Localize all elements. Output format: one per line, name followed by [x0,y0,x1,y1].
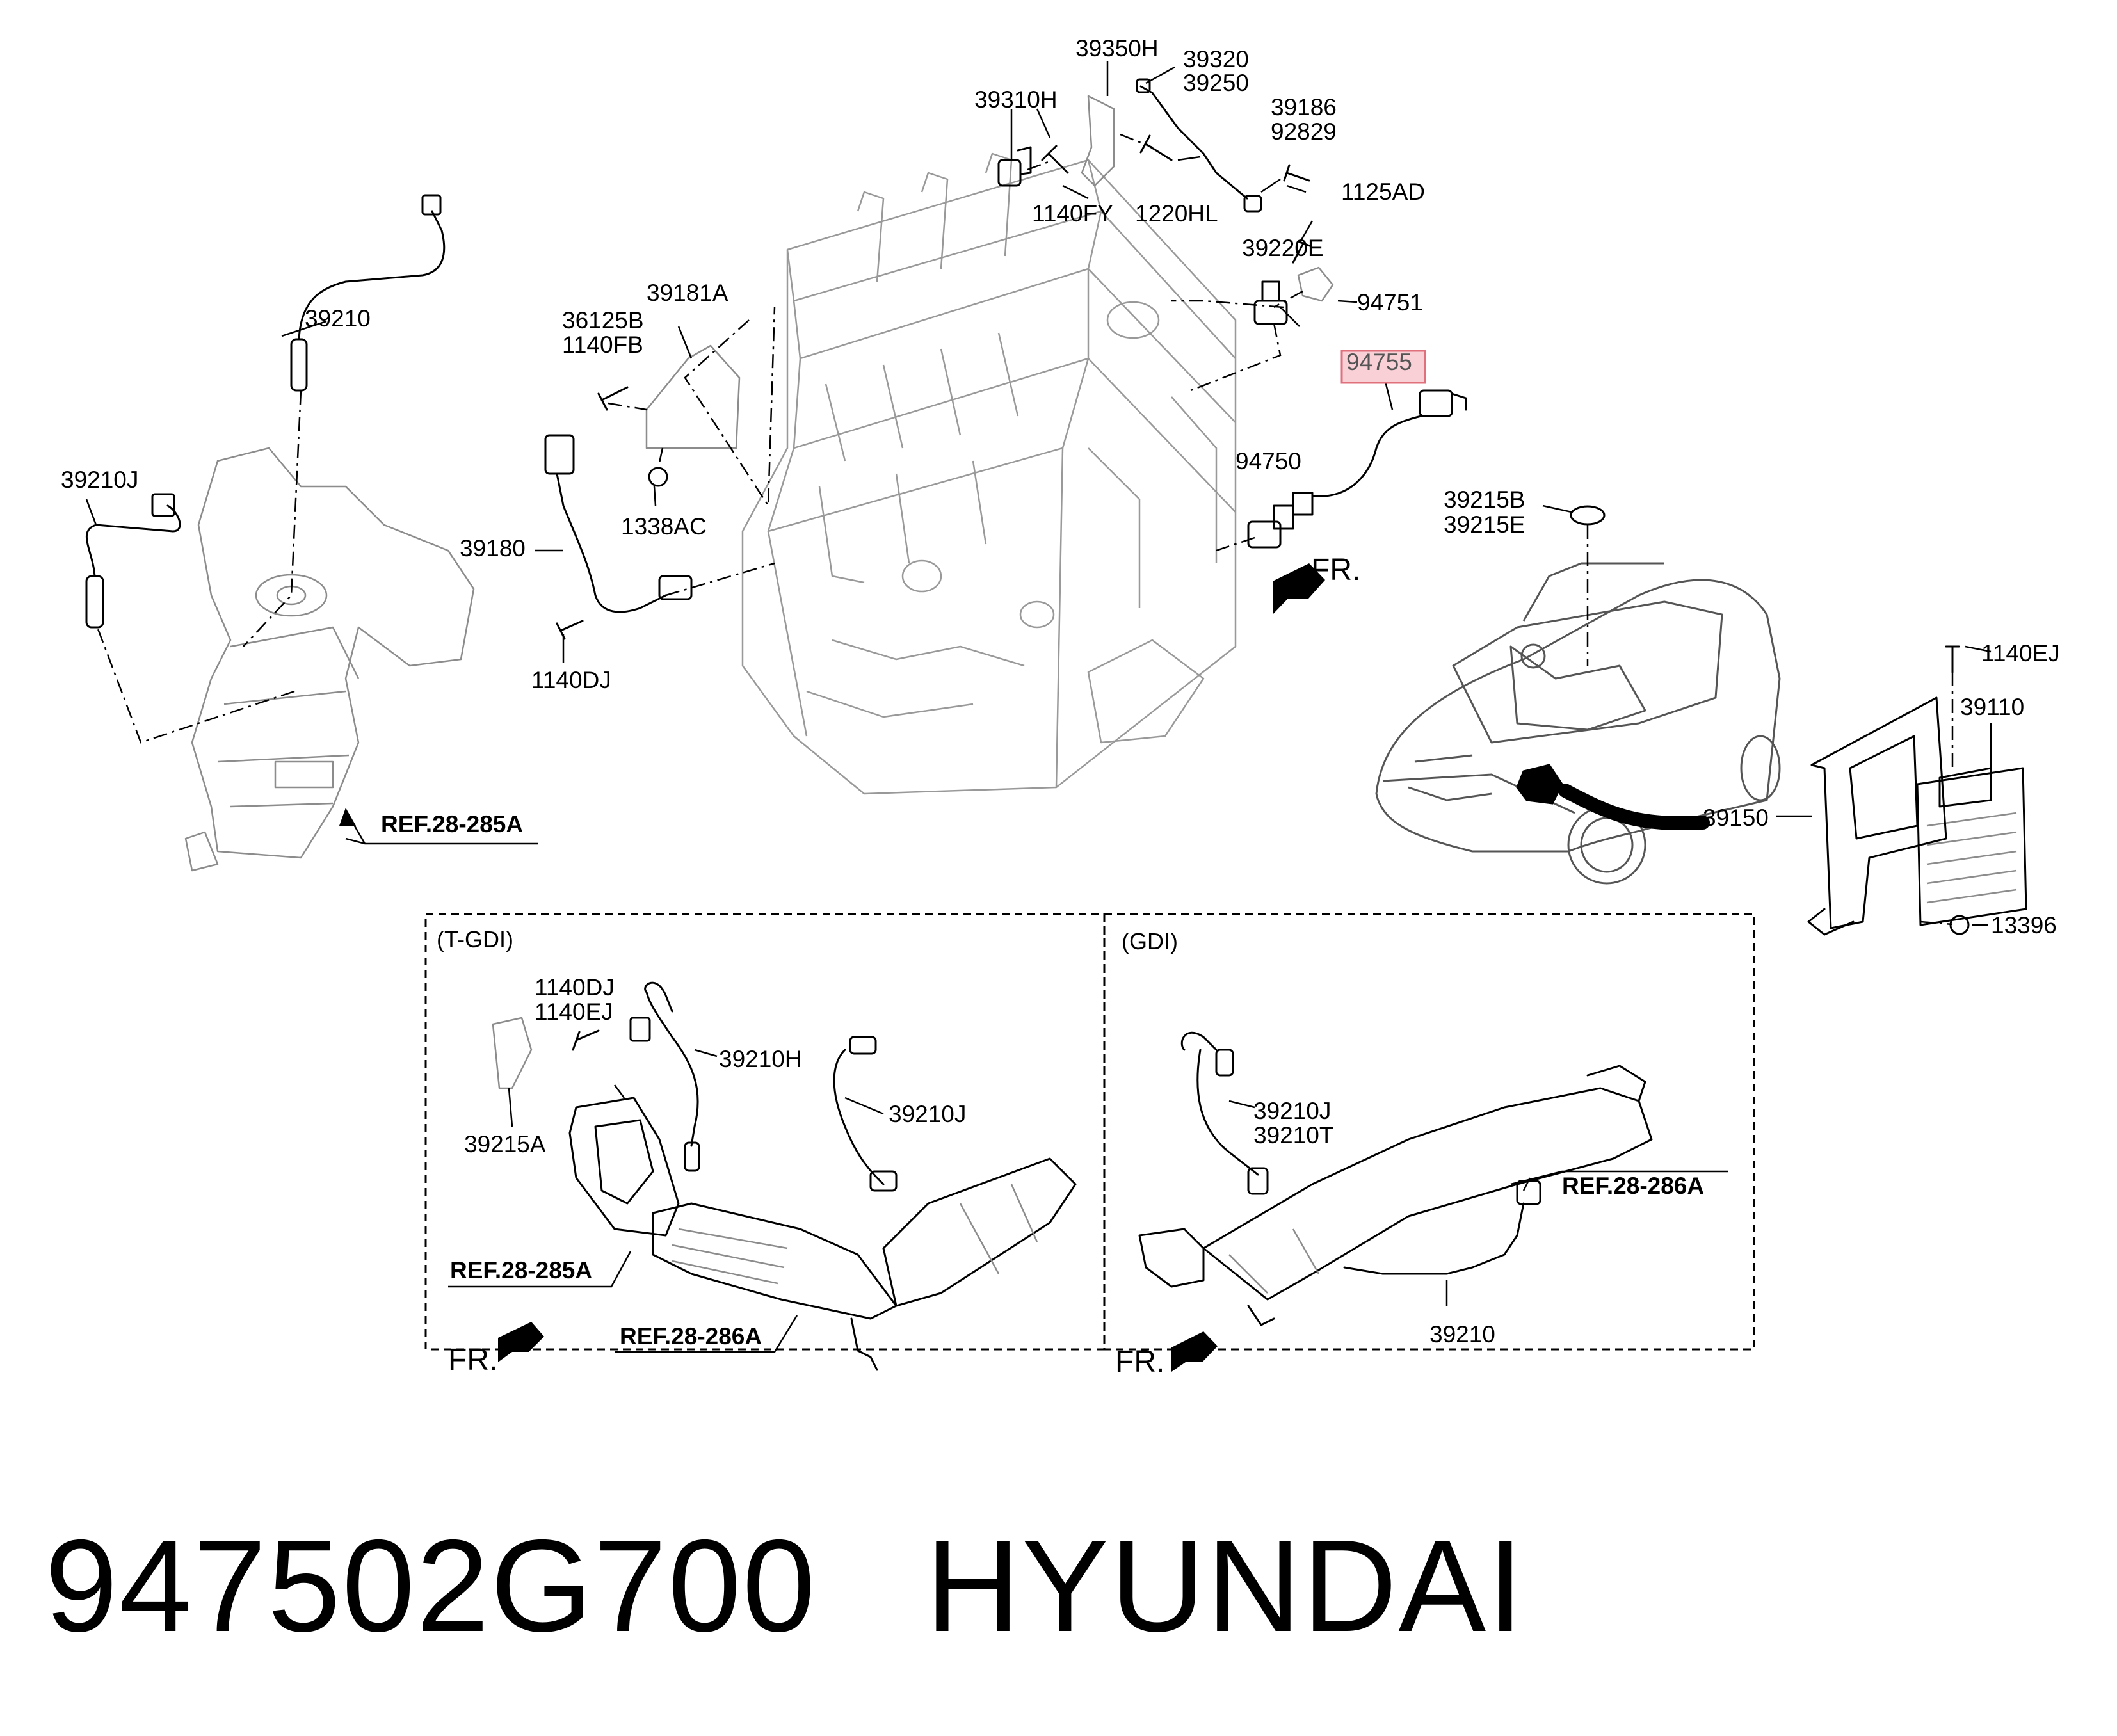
label-1140EJ: 1140EJ [1981,640,2060,666]
label-39181A: 39181A [647,280,728,306]
label-94750: 94750 [1236,448,1301,474]
label-39220E: 39220E [1242,235,1324,261]
label-39210J-gdi: 39210J [1253,1098,1331,1124]
ref-28-286A-tgdi: REF.28-286A [620,1323,762,1349]
label-39210T: 39210T [1253,1122,1334,1148]
label-39215E: 39215E [1444,511,1525,538]
fr-arrow-main [1273,563,1325,615]
label-39210J-tgdi: 39210J [889,1101,966,1127]
label-39215A: 39215A [464,1131,546,1157]
label-39210J: 39210J [61,467,138,493]
gdi-section-box [1103,913,1755,1351]
highlight-box-94755 [1340,350,1426,384]
fr-label-gdi: FR. [1115,1345,1164,1379]
label-39210-gdi: 39210 [1429,1321,1495,1347]
engine-block-illustration [741,152,1237,795]
label-39186: 39186 [1271,94,1337,120]
ref-28-285A-tgdi: REF.28-285A [450,1257,592,1283]
label-39210H: 39210H [719,1046,802,1072]
ref-28-286A-gdi: REF.28-286A [1562,1173,1704,1199]
label-39180: 39180 [460,535,526,561]
label-39310H: 39310H [974,86,1058,113]
label-94751: 94751 [1357,289,1423,316]
label-36125B: 36125B [562,307,644,334]
ref-28-285A-top: REF.28-285A [381,811,523,837]
footer-caption: 947502G700 HYUNDAI [45,1511,1525,1662]
label-1338AC: 1338AC [621,513,707,540]
label-1140DJ-tgdi: 1140DJ [535,974,615,1001]
label-1220HL: 1220HL [1135,200,1218,227]
label-39150: 39150 [1703,805,1769,831]
label-39320: 39320 [1183,46,1249,72]
car-illustration [1375,562,1781,885]
label-94755-highlighted: 94755 [1346,349,1412,375]
label-39350H: 39350H [1075,35,1159,61]
label-39110: 39110 [1960,694,2024,720]
label-1140DJ: 1140DJ [531,667,611,693]
label-1140EJ-tgdi: 1140EJ [535,999,613,1025]
label-39250: 39250 [1183,70,1249,96]
label-39210: 39210 [305,305,371,332]
tgdi-exhaust-illustration [448,981,1077,1371]
gdi-exhaust-illustration [1138,1031,1728,1372]
brand-name: HYUNDAI [925,1513,1525,1659]
label-1125AD: 1125AD [1341,179,1425,205]
exhaust-manifold-illustration [184,447,475,872]
section-label-gdi: (GDI) [1122,928,1178,954]
fr-label-main: FR. [1311,553,1360,587]
section-label-tgdi: (T-GDI) [437,926,513,952]
label-92829: 92829 [1271,118,1337,145]
fr-label-tgdi: FR. [448,1343,497,1377]
label-39215B: 39215B [1444,486,1525,513]
label-13396: 13396 [1991,912,2057,938]
leader-lines [85,61,1992,926]
label-1140FB: 1140FB [562,332,643,358]
label-1140FY: 1140FY [1032,200,1113,227]
part-number: 947502G700 [45,1513,817,1659]
